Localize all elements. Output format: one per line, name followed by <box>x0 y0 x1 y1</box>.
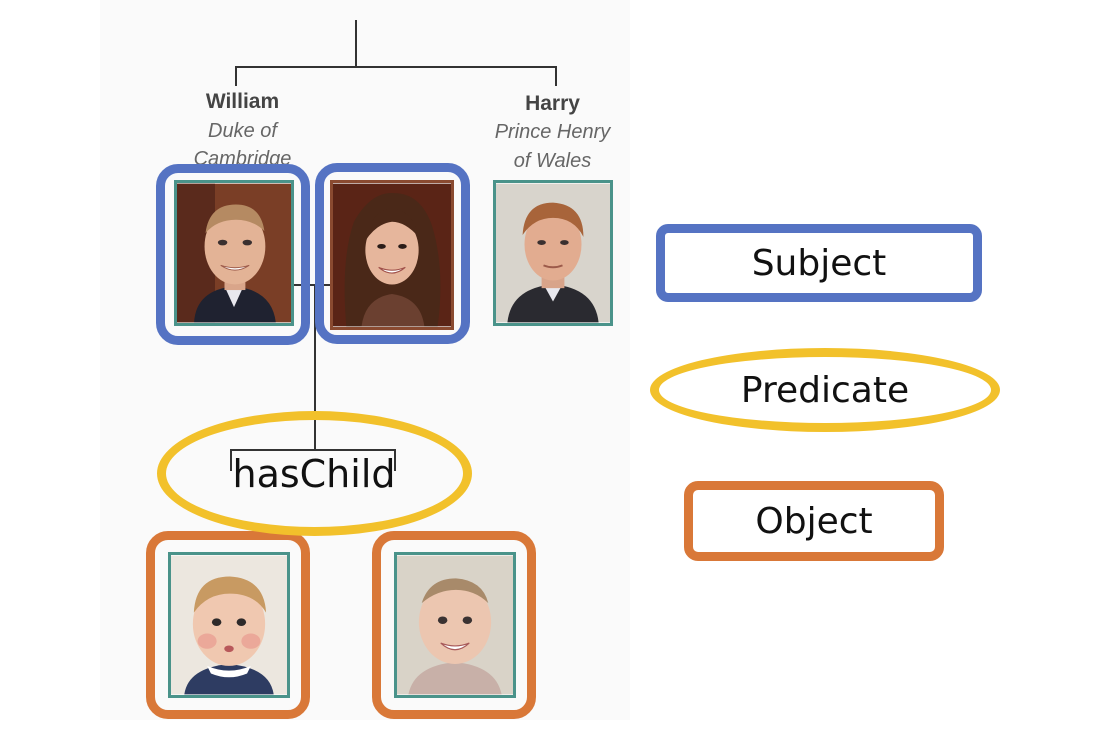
portrait-harry <box>493 180 613 326</box>
william-face-icon <box>177 183 291 323</box>
object-highlight-child-2 <box>372 531 536 719</box>
legend-subject-label: Subject <box>751 242 887 284</box>
portrait-william <box>174 180 294 326</box>
legend-object-box <box>684 481 944 561</box>
harry-title-line-2: of Wales <box>513 150 592 172</box>
william-title-line-2: Cambridge <box>193 148 292 166</box>
tree-line-horizontal <box>235 66 557 68</box>
portrait-child-2 <box>394 552 516 698</box>
harry-face-icon <box>496 183 610 323</box>
tree-line-top <box>355 20 357 67</box>
child-1-face-icon <box>171 555 287 695</box>
legend-predicate-label: Predicate <box>740 369 910 411</box>
predicate-highlight <box>157 411 472 536</box>
tree-line-left-drop <box>235 66 237 86</box>
legend-object-label: Object <box>755 500 873 542</box>
harry-name: Harry <box>525 92 580 115</box>
marriage-line <box>292 284 332 286</box>
william-name: William <box>205 90 280 113</box>
portrait-child-1 <box>168 552 290 698</box>
descent-line <box>314 284 316 450</box>
tree-line-right-drop <box>555 66 557 86</box>
william-title-line-1: Duke of <box>208 120 277 142</box>
legend-subject-box <box>656 224 982 302</box>
child-2-face-icon <box>397 555 513 695</box>
harry-title-line-1: Prince Henry <box>494 121 611 143</box>
subject-highlight-kate <box>315 163 470 344</box>
kate-face-icon <box>333 183 451 327</box>
portrait-kate <box>330 180 454 330</box>
object-highlight-child-1 <box>146 531 310 719</box>
predicate-relation-label: hasChild <box>232 452 396 496</box>
subject-highlight-william <box>156 164 310 345</box>
legend-predicate-ellipse <box>650 348 1000 432</box>
